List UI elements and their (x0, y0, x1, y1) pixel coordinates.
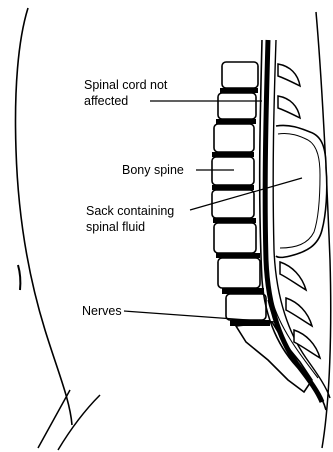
disc (220, 88, 258, 93)
label-sack-line1: Sack containing (86, 204, 174, 218)
spinous-process (278, 96, 300, 118)
body-outline (16, 8, 73, 425)
label-bony-spine: Bony spine (122, 163, 184, 177)
body-mark (18, 265, 20, 290)
spinous-process (278, 64, 300, 86)
vertebra (222, 62, 258, 88)
disc (216, 253, 260, 258)
vertebra (214, 223, 256, 253)
vertebra (218, 258, 260, 288)
vertebra (214, 124, 254, 152)
label-spinal-cord-line1: Spinal cord not (84, 78, 168, 92)
disc (212, 152, 254, 157)
disc (216, 119, 256, 124)
vertebra (226, 294, 266, 320)
vertebra (218, 93, 256, 119)
fluid-sack (276, 125, 327, 257)
spinous-process (294, 330, 320, 358)
disc (213, 218, 256, 223)
label-spinal-cord-line2: affected (84, 94, 128, 108)
leg-outline-2 (58, 395, 100, 450)
label-sack-line2: spinal fluid (86, 220, 145, 234)
vertebra (212, 190, 254, 218)
disc (212, 185, 254, 190)
label-nerves: Nerves (82, 304, 122, 318)
disc (222, 288, 264, 294)
spinous-process (280, 262, 306, 290)
vertebra (212, 157, 254, 185)
spinous-process (286, 298, 312, 326)
